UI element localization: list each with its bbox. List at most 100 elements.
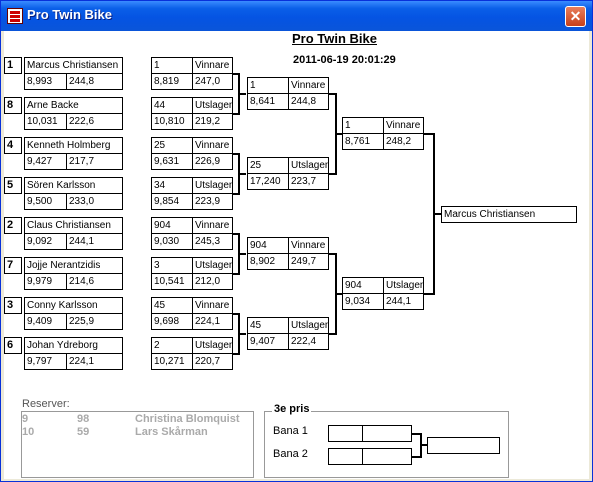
timestamp: 2011-06-19 20:01:29 xyxy=(293,54,396,66)
racer-time: 9,500 xyxy=(24,193,67,210)
reserves-panel: Reserver: 9 98 Christina Blomquist 10 59… xyxy=(21,398,254,478)
racer-name: Conny Karlsson xyxy=(24,297,123,314)
racer-name: Kenneth Holmberg xyxy=(24,137,123,154)
round2-entry-time: 9,030 xyxy=(151,233,193,250)
bracket-line xyxy=(238,253,246,255)
round3-entry-speed: 249,7 xyxy=(288,253,329,270)
final-entry-result: Vinnare xyxy=(383,117,424,134)
bracket-line xyxy=(238,333,246,335)
racer-name: Marcus Christiansen xyxy=(24,57,123,74)
round3-entry-number: 45 xyxy=(247,317,289,334)
bracket-line xyxy=(329,173,337,175)
lane-2-label: Bana 2 xyxy=(273,448,308,460)
title-bar[interactable]: Pro Twin Bike ✕ xyxy=(1,1,592,31)
round2-entry-number: 44 xyxy=(151,97,193,114)
round2-entry-speed: 212,0 xyxy=(192,273,233,290)
round2-entry-speed: 220,7 xyxy=(192,353,233,370)
lane-1-label: Bana 1 xyxy=(273,425,308,437)
racer-speed: 233,0 xyxy=(66,193,123,210)
racer-time: 9,797 xyxy=(24,353,67,370)
round2-entry-speed: 247,0 xyxy=(192,73,233,90)
bracket-line xyxy=(232,313,240,315)
racer-time: 9,979 xyxy=(24,273,67,290)
lane-1-no[interactable] xyxy=(328,425,363,442)
round3-entry-time: 9,407 xyxy=(247,333,289,350)
reserve-name: Lars Skårman xyxy=(135,426,208,438)
bracket-area: Pro Twin Bike 2011-06-19 20:01:29 Reserv… xyxy=(4,31,589,479)
seed-badge: 2 xyxy=(4,217,22,234)
racer-time: 8,993 xyxy=(24,73,67,90)
racer-time: 9,092 xyxy=(24,233,67,250)
round2-entry-result: Utslagen xyxy=(192,257,233,274)
third-place-panel: 3e pris Bana 1 Bana 2 xyxy=(264,403,509,478)
seed-badge: 8 xyxy=(4,97,22,114)
third-place-winner[interactable] xyxy=(427,437,500,454)
third-place-label: 3e pris xyxy=(272,403,312,415)
round3-entry-number: 1 xyxy=(247,77,289,94)
window-title: Pro Twin Bike xyxy=(27,7,112,22)
round2-entry-result: Vinnare xyxy=(192,297,233,314)
bracket-line xyxy=(232,113,240,115)
round2-entry-result: Vinnare xyxy=(192,217,233,234)
round3-entry-number: 904 xyxy=(247,237,289,254)
lane-2-no[interactable] xyxy=(328,448,363,465)
round2-entry-result: Utslagen xyxy=(192,177,233,194)
round3-entry-result: Vinnare xyxy=(288,77,329,94)
bracket-line xyxy=(232,273,240,275)
round2-entry-time: 10,271 xyxy=(151,353,193,370)
round2-entry-speed: 219,2 xyxy=(192,113,233,130)
reserve-pos: 10 xyxy=(22,426,35,438)
round2-entry-number: 3 xyxy=(151,257,193,274)
close-icon[interactable]: ✕ xyxy=(565,6,586,27)
bracket-line xyxy=(232,193,240,195)
final-entry-speed: 248,2 xyxy=(383,133,424,150)
round2-entry-time: 8,819 xyxy=(151,73,193,90)
racer-time: 9,409 xyxy=(24,313,67,330)
racer-speed: 224,1 xyxy=(66,353,123,370)
lane-1-result[interactable] xyxy=(362,425,412,442)
reserve-no: 59 xyxy=(77,426,90,438)
bracket-line xyxy=(329,333,337,335)
round3-entry-time: 17,240 xyxy=(247,173,289,190)
round3-entry-number: 25 xyxy=(247,157,289,174)
racer-name: Arne Backe xyxy=(24,97,123,114)
seed-badge: 7 xyxy=(4,257,22,274)
round3-entry-speed: 222,4 xyxy=(288,333,329,350)
racer-speed: 244,1 xyxy=(66,233,123,250)
bracket-line xyxy=(238,173,246,175)
racer-speed: 244,8 xyxy=(66,73,123,90)
round2-entry-time: 9,854 xyxy=(151,193,193,210)
reserve-no: 98 xyxy=(77,413,90,425)
round2-entry-time: 10,810 xyxy=(151,113,193,130)
seed-badge: 3 xyxy=(4,297,22,314)
reserve-pos: 9 xyxy=(22,413,29,425)
round2-entry-number: 904 xyxy=(151,217,193,234)
round2-entry-speed: 245,3 xyxy=(192,233,233,250)
round2-entry-result: Vinnare xyxy=(192,57,233,74)
racer-speed: 217,7 xyxy=(66,153,123,170)
bracket-line xyxy=(433,213,443,215)
final-entry-number: 1 xyxy=(342,117,384,134)
seed-badge: 6 xyxy=(4,337,22,354)
reserves-label: Reserver: xyxy=(22,398,70,410)
round2-entry-number: 1 xyxy=(151,57,193,74)
racer-time: 10,031 xyxy=(24,113,67,130)
racer-time: 9,427 xyxy=(24,153,67,170)
round3-entry-speed: 244,8 xyxy=(288,93,329,110)
round3-entry-result: Utslagen xyxy=(288,157,329,174)
final-entry-speed: 244,1 xyxy=(383,293,424,310)
bracket-line xyxy=(232,233,240,235)
round3-entry-result: Vinnare xyxy=(288,237,329,254)
bracket-line xyxy=(423,293,435,295)
racer-speed: 225,9 xyxy=(66,313,123,330)
round2-entry-result: Utslagen xyxy=(192,337,233,354)
seed-badge: 1 xyxy=(4,57,22,74)
lane-2-result[interactable] xyxy=(362,448,412,465)
reserve-name: Christina Blomquist xyxy=(135,413,240,425)
racer-speed: 214,6 xyxy=(66,273,123,290)
round2-entry-speed: 226,9 xyxy=(192,153,233,170)
final-entry-time: 8,761 xyxy=(342,133,384,150)
round2-entry-time: 10,541 xyxy=(151,273,193,290)
final-entry-result: Utslagen xyxy=(383,277,424,294)
page-title: Pro Twin Bike xyxy=(292,31,377,46)
